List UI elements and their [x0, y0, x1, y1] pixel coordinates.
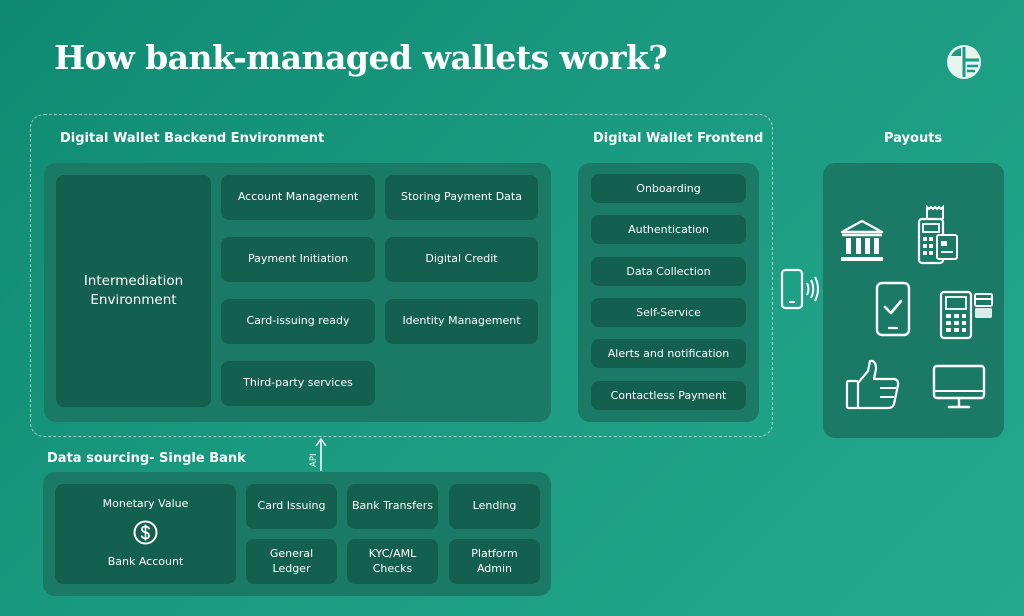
frontend-label: Digital Wallet Frontend	[593, 131, 764, 146]
logo-icon	[947, 45, 981, 79]
backend-card-card-issuing-ready: Card-issuing ready	[221, 299, 375, 344]
frontend-item-data-collection: Data Collection	[591, 257, 746, 286]
frontend-item-authentication: Authentication	[591, 215, 746, 244]
thumbs-up-icon	[845, 359, 900, 410]
frontend-item-onboarding: Onboarding	[591, 174, 746, 203]
payouts-panel	[823, 163, 1004, 438]
data-card-card-issuing: Card Issuing	[246, 484, 337, 529]
frontend-panel	[578, 163, 759, 422]
backend-card-payment-initiation: Payment Initiation	[221, 237, 375, 282]
card-label: Card Issuing	[257, 499, 326, 513]
card-label: Payment Initiation	[247, 252, 349, 266]
api-arrow-icon	[315, 437, 327, 471]
card-label: Platform Admin	[471, 546, 518, 575]
backend-card-digital-credit: Digital Credit	[385, 237, 538, 282]
card-label: Card-issuing ready	[246, 314, 350, 328]
backend-card-storing-payment-data: Storing Payment Data	[385, 175, 538, 220]
data-sourcing-label: Data sourcing- Single Bank	[47, 451, 246, 466]
backend-label: Digital Wallet Backend Environment	[60, 131, 325, 146]
card-label: Storing Payment Data	[401, 190, 522, 204]
wallet-boundary	[30, 114, 773, 437]
frontend-item-alerts: Alerts and notification	[591, 339, 746, 368]
card-terminal-icon	[939, 290, 993, 340]
page-title: How bank-managed wallets work?	[54, 38, 668, 77]
dollar-coin-icon	[133, 520, 158, 545]
desktop-monitor-icon	[932, 364, 986, 409]
intermediation-environment: Intermediation Environment	[56, 175, 211, 407]
card-label: General Ledger	[269, 546, 314, 575]
backend-card-account-management: Account Management	[221, 175, 375, 220]
payouts-label: Payouts	[884, 131, 943, 146]
intermediation-label: Intermediation Environment	[83, 273, 184, 308]
card-label: Bank Transfers	[351, 499, 434, 513]
api-label: API	[309, 453, 319, 467]
phone-contactless-icon	[780, 268, 819, 310]
frontend-item-contactless-payment: Contactless Payment	[591, 381, 746, 410]
card-label: Digital Credit	[425, 252, 498, 266]
card-label: Third-party services	[243, 376, 353, 390]
phone-check-icon	[875, 281, 911, 337]
data-card-bank-transfers: Bank Transfers	[347, 484, 438, 529]
bank-building-icon	[840, 219, 884, 261]
pos-terminal-icon	[917, 205, 958, 265]
data-card-kyc-aml-checks: KYC/AML Checks	[347, 539, 438, 584]
data-card-platform-admin: Platform Admin	[449, 539, 540, 584]
backend-card-third-party-services: Third-party services	[221, 361, 375, 406]
backend-card-identity-management: Identity Management	[385, 299, 538, 344]
card-label: Identity Management	[402, 314, 521, 328]
data-card-general-ledger: General Ledger	[246, 539, 337, 584]
card-label: KYC/AML Checks	[368, 546, 417, 575]
bank-account-label: Bank Account	[107, 555, 184, 568]
card-label: Lending	[472, 499, 517, 513]
monetary-value-label: Monetary Value	[102, 497, 189, 510]
data-card-lending: Lending	[449, 484, 540, 529]
card-label: Account Management	[237, 190, 359, 204]
frontend-item-self-service: Self-Service	[591, 298, 746, 327]
